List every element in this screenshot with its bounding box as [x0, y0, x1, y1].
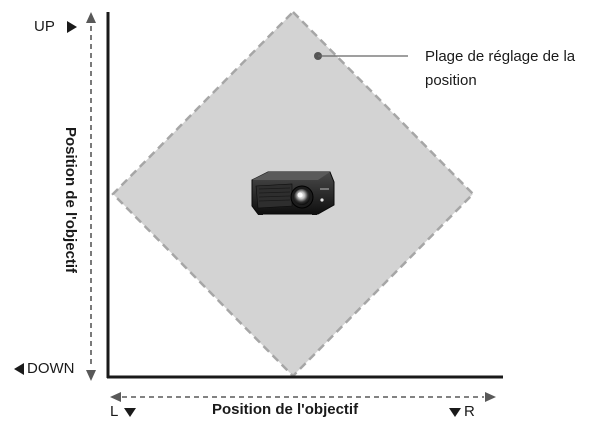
down-arrow-icon	[14, 363, 24, 375]
horizontal-shift-arrow	[110, 392, 496, 402]
projector-icon	[251, 171, 335, 215]
right-label: R	[464, 403, 475, 420]
x-axis-title: Position de l'objectif	[212, 401, 359, 418]
vertical-shift-arrow	[86, 12, 96, 381]
range-callout-label: Plage de réglage de la position	[425, 48, 576, 89]
left-label: L	[110, 403, 119, 420]
y-axis-title: Position de l'objectif	[62, 126, 79, 274]
up-label: UP	[34, 18, 55, 35]
left-arrow-icon	[124, 408, 136, 417]
down-label: DOWN	[27, 360, 75, 377]
up-arrow-icon	[67, 21, 77, 33]
right-arrow-icon	[449, 408, 461, 417]
